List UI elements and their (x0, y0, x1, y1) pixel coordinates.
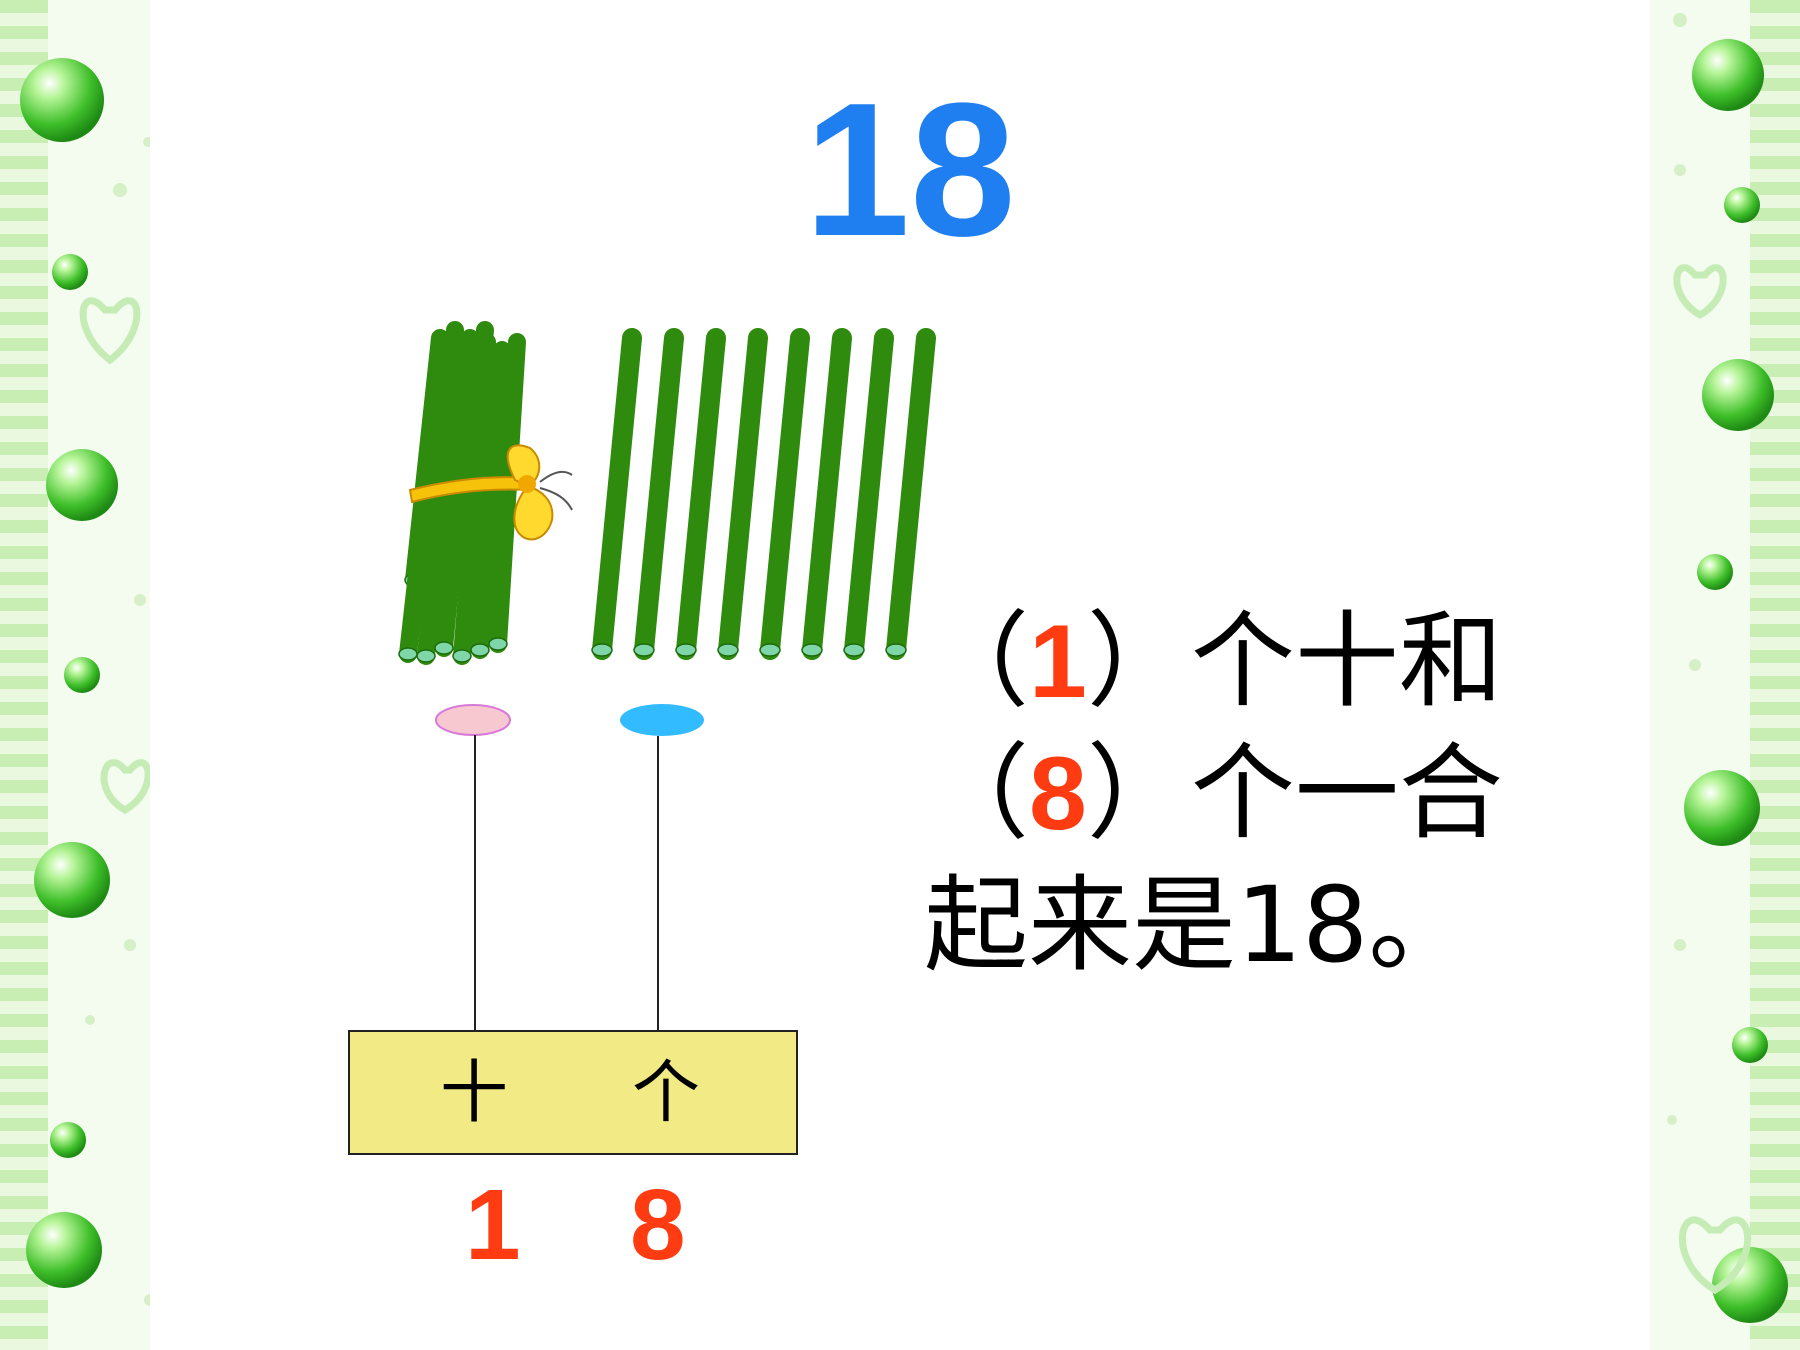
green-bubble-icon (1684, 39, 1788, 1323)
stick-end (759, 643, 781, 657)
stick (417, 333, 466, 665)
stick-end (633, 643, 655, 657)
stick (760, 328, 810, 660)
green-bubble-icon (20, 58, 118, 1288)
explanation-sentence: （1）个十和 （8）个一合 起来是18。 (924, 595, 1605, 991)
ones-count-answer: 8 (1029, 736, 1087, 852)
stick-end (717, 643, 739, 657)
stick-end (416, 649, 436, 663)
stick-end (591, 643, 613, 657)
ones-bead (620, 704, 704, 736)
stick (471, 341, 511, 659)
bundle-of-ten-sticks (398, 321, 526, 665)
stick-end (885, 643, 907, 657)
stick-end (470, 643, 490, 657)
stick (844, 328, 894, 660)
stick (802, 328, 852, 660)
place-value-connectors (435, 704, 704, 1030)
stick (592, 328, 642, 660)
sentence-line-2: （8）个一合 (925, 732, 1503, 854)
heart-outline-icon (79, 297, 150, 815)
place-value-table: 十 个 (348, 1030, 798, 1155)
stick-end (488, 637, 508, 651)
loose-sticks (591, 328, 936, 660)
stick (676, 328, 726, 660)
tens-place-label: 十 (440, 1054, 509, 1133)
left-decorative-border (0, 0, 150, 1350)
stick (453, 333, 496, 665)
sentence-line-3: 起来是18。 (924, 864, 1473, 986)
tens-digit: 1 (465, 1169, 521, 1281)
counting-sticks (398, 321, 936, 665)
stick (718, 328, 768, 660)
sentence-line-1: （1）个十和 (925, 600, 1503, 722)
stick (634, 328, 684, 660)
page-title: 18 (804, 64, 1016, 276)
tens-bead (435, 704, 511, 736)
stick (886, 328, 936, 660)
stick-end (675, 643, 697, 657)
stick (399, 341, 451, 663)
right-decorative-border (1650, 0, 1800, 1350)
tens-count-answer: 1 (1029, 604, 1087, 720)
stick-end (801, 643, 823, 657)
bow-ribbon-icon (408, 444, 573, 541)
stick (435, 341, 481, 657)
stick (489, 333, 526, 653)
ones-digit: 8 (630, 1169, 686, 1281)
ones-place-label: 个 (632, 1054, 701, 1133)
heart-outline-icon (1673, 264, 1751, 1295)
stick-end (843, 643, 865, 657)
stick-end (434, 641, 454, 655)
stick-end (452, 649, 472, 663)
stick-end (398, 647, 418, 661)
